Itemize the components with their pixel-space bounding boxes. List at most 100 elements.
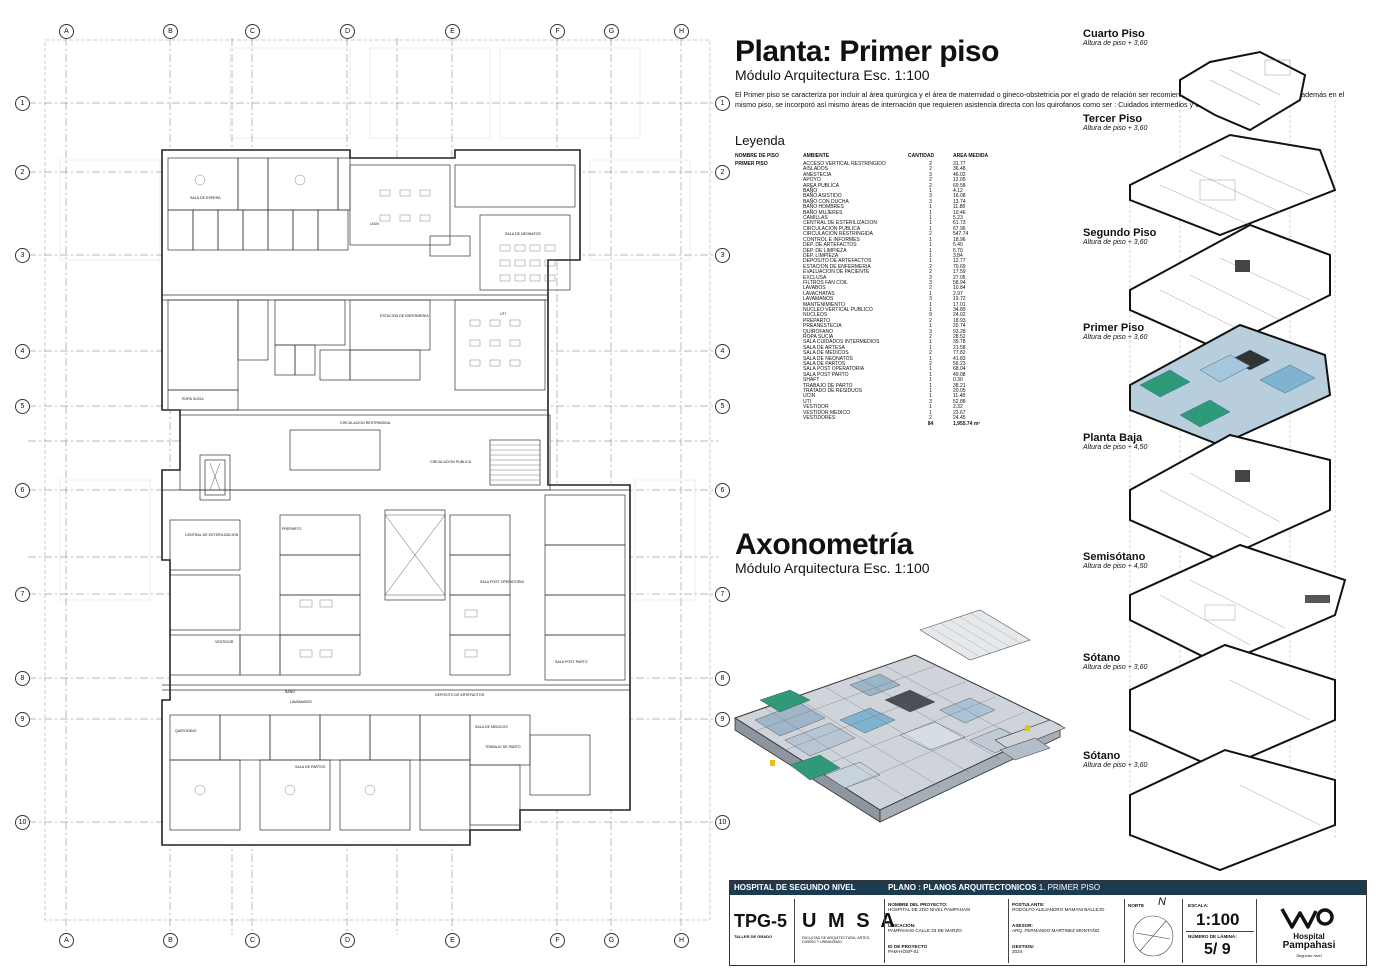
legend-area-cell: 38.21 xyxy=(953,382,966,389)
legend-col-room: AMBIENTE xyxy=(803,153,830,159)
legend-count-cell: 1 xyxy=(929,258,932,265)
legend-count-cell: 2 xyxy=(929,161,932,167)
sheet-number: 5/ 9 xyxy=(1204,941,1231,958)
grid-bubble-row: 7 xyxy=(715,587,730,602)
grid-bubble-row: 2 xyxy=(715,165,730,180)
legend-count-cell: 1 xyxy=(929,204,932,211)
hospital-logo-icon xyxy=(1280,908,1334,929)
legend-area-cell: 2.97 xyxy=(953,290,963,297)
legend-area-cell: 11.48 xyxy=(953,393,966,400)
axon-title: Axonometría xyxy=(735,528,913,561)
legend-count-cell: 3 xyxy=(929,296,932,303)
floor-cuarto xyxy=(1179,50,1307,132)
legend-count-cell: 2 xyxy=(929,177,932,184)
legend-room-cell: SALA DE MEDICOS xyxy=(803,350,849,357)
legend-area-cell: 31.77 xyxy=(953,161,966,167)
legend-area-cell: 58.94 xyxy=(953,279,966,286)
grid-bubble-col: H xyxy=(674,24,689,39)
grid-bubble-col: C xyxy=(245,933,260,948)
legend-area-cell: 46.02 xyxy=(953,171,966,178)
legend-area-cell: 24.02 xyxy=(953,312,966,319)
legend-count-cell: 1 xyxy=(929,344,932,351)
applicant: RODOLFO ALEJANDRO MAMANI BALLEJO xyxy=(1012,907,1105,912)
legend-count-cell: 1 xyxy=(929,371,932,378)
legend-area-cell: 16.08 xyxy=(953,193,966,200)
legend-count-cell: 9 xyxy=(929,312,932,319)
legend-room-cell: SALA POST PARTO xyxy=(803,371,849,378)
legend-room-cell: TRATADO DE RESIDUOS xyxy=(803,388,862,395)
floor-height: Altura de piso + 3,60 xyxy=(1083,762,1148,769)
floor-height: Altura de piso + 3,60 xyxy=(1083,239,1148,246)
floor-sotano-2 xyxy=(1129,748,1336,872)
project-bar: HOSPITAL DE SEGUNDO NIVEL xyxy=(730,881,884,895)
room-label: LAVAMANOS xyxy=(290,700,312,704)
grid-bubble-row: 10 xyxy=(715,815,730,830)
legend-count-cell: 1 xyxy=(929,306,932,313)
north-letter: N xyxy=(1158,896,1166,908)
legend-room-cell: EXCLUSA xyxy=(803,274,827,281)
legend-area-cell: 21.58 xyxy=(953,344,966,351)
legend-count-cell: 2 xyxy=(929,361,932,368)
axonometric-model xyxy=(733,609,1066,823)
room-label: CENTRAL DE ESTERILIZACION xyxy=(185,533,239,537)
room-label: VESTIDOR xyxy=(215,640,234,644)
legend-room-cell: BAÑO MUJERES xyxy=(803,209,843,216)
legend-room-cell: UCIN xyxy=(803,393,816,400)
grid-bubble-col: E xyxy=(445,24,460,39)
legend-area-cell: 5.70 xyxy=(953,247,963,254)
legend-col-count: CANTIDAD xyxy=(908,153,935,159)
legend-count-cell: 3 xyxy=(929,328,932,335)
floor-segundo xyxy=(1129,223,1331,352)
room-label: SALA POST OPERATORIA xyxy=(480,580,524,584)
grid-bubble-row: 4 xyxy=(715,344,730,359)
grid-bubble-col: B xyxy=(163,24,178,39)
legend-area-cell: 34.89 xyxy=(953,306,966,313)
legend-room-cell: ESTACION DE ENFERMERIA xyxy=(803,263,871,270)
floor-label-segundo: Segundo Piso Altura de piso + 3,60 xyxy=(1083,227,1156,246)
legend-area-cell: 10.46 xyxy=(953,209,966,216)
legend-area-cell: 547.74 xyxy=(953,231,969,238)
grid-bubble-col: F xyxy=(550,933,565,948)
legend-count-cell: 1 xyxy=(929,236,932,243)
grid-bubble-col: G xyxy=(604,933,619,948)
grid-bubble-col: E xyxy=(445,933,460,948)
legend-count-cell: 1 xyxy=(929,188,932,195)
grid-bubble-col: G xyxy=(604,24,619,39)
legend-count-cell: 1 xyxy=(929,409,932,416)
title-block: HOSPITAL DE SEGUNDO NIVEL PLANO : PLANOS… xyxy=(729,880,1367,966)
legend-area-cell: 61.73 xyxy=(953,220,966,227)
grid-bubble-row: 8 xyxy=(715,671,730,686)
legend-area-cell: 41.83 xyxy=(953,355,966,362)
room-label: SALA DE MEDICOS xyxy=(475,725,508,729)
university-name: U M S A xyxy=(802,910,898,932)
legend-room-cell: VESTIDOR xyxy=(803,404,829,411)
legend-area-cell: 3.84 xyxy=(953,252,963,259)
legend-room-cell: MANTENIMIENTO xyxy=(803,301,845,308)
legend-area-cell: 49.08 xyxy=(953,371,966,378)
floor-label-primer: Primer Piso Altura de piso + 3,60 xyxy=(1083,322,1147,341)
legend-room-cell: PREANESTECIA xyxy=(803,323,842,330)
room-label: UTI xyxy=(500,312,506,316)
legend-count-cell: 1 xyxy=(929,215,932,222)
legend-count-cell: 1 xyxy=(929,339,932,346)
floor-name: Primer Piso xyxy=(1083,322,1145,334)
applicant-label: POSTULANTE: xyxy=(1012,902,1045,907)
